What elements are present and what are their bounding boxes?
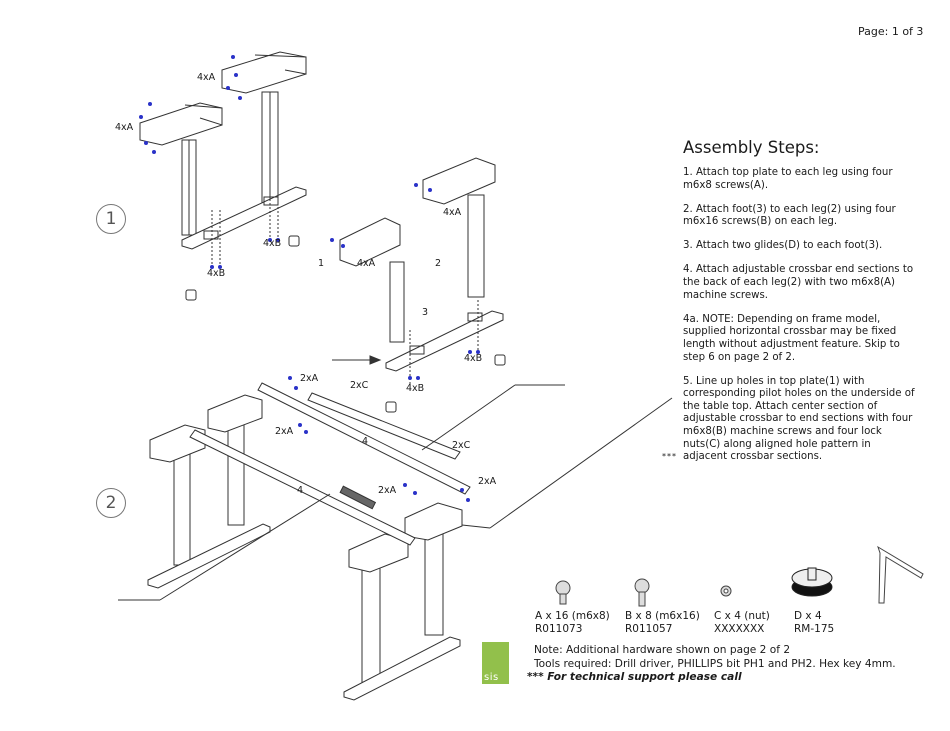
callout-2xC: 2xC (350, 380, 369, 391)
hardware-b-label: B x 8 (m6x16) (625, 610, 700, 622)
callout-4xA: 4xA (443, 207, 462, 218)
logo-text: sis (484, 672, 499, 683)
leg-assembly-step1-right (339, 157, 506, 413)
frame-assembly-step2 (118, 382, 673, 701)
steps-title: Assembly Steps: (683, 138, 820, 157)
hardware-b: B x 8 (m6x16) R011057 (625, 610, 700, 636)
screw-markers (139, 55, 480, 502)
callout-2xC: 2xC (452, 440, 471, 451)
step-circle-1: 1 (96, 204, 126, 234)
callout-4xA: 4xA (197, 72, 216, 83)
step-2: 2. Attach foot(3) to each leg(2) using f… (683, 203, 896, 228)
assembly-steps: Assembly Steps: 1. Attach top plate to e… (662, 138, 915, 475)
step-5: *** 5. Line up holes in top plate(1) wit… (662, 375, 915, 464)
callout-4xB: 4xB (406, 383, 425, 394)
note-tools-required: Tools required: Drill driver, PHILLIPS b… (534, 658, 896, 670)
step-3: 3. Attach two glides(D) to each foot(3). (683, 240, 883, 252)
step-4: 4. Attach adjustable crossbar end sectio… (683, 264, 914, 301)
sis-logo: sis (482, 642, 509, 684)
callout-part-1: 1 (318, 258, 325, 269)
callout-2xA: 2xA (378, 485, 397, 496)
hardware-c: C x 4 (nut) XXXXXXX (714, 610, 770, 636)
callout-4xB: 4xB (464, 353, 483, 364)
hardware-a: A x 16 (m6x8) R011073 (535, 610, 610, 636)
hardware-d: D x 4 RM-175 (794, 610, 834, 636)
callout-4xA: 4xA (115, 122, 134, 133)
hardware-c-part: XXXXXXX (714, 623, 765, 635)
step-5-text: 5. Line up holes in top plate(1) with co… (683, 375, 915, 463)
step-1: 1. Attach top plate to each leg using fo… (683, 167, 893, 191)
callout-part-3: 3 (422, 307, 429, 318)
hardware-d-part: RM-175 (794, 623, 835, 635)
page-number: Page: 1 of 3 (858, 25, 924, 38)
hardware-a-part: R011073 (535, 623, 583, 635)
hardware-b-part: R011057 (625, 623, 673, 635)
hardware-a-label: A x 16 (m6x8) (535, 610, 610, 622)
callout-4xA: 4xA (357, 258, 376, 269)
callout-part-2: 2 (435, 258, 442, 269)
callout-2xA: 2xA (275, 426, 294, 437)
callout-2xA: 2xA (300, 373, 319, 384)
leg-assembly-step1 (139, 51, 307, 301)
callout-4xB: 4xB (263, 238, 282, 249)
hardware-c-label: C x 4 (nut) (714, 610, 770, 622)
note-additional-hardware: Note: Additional hardware shown on page … (534, 644, 791, 656)
notes: Note: Additional hardware shown on page … (534, 643, 896, 671)
callout-2xA: 2xA (478, 476, 497, 487)
step-circle-2: 2 (96, 488, 126, 518)
step-4a: 4a. NOTE: Depending on frame model, supp… (683, 313, 900, 363)
callout-4: 4 (362, 436, 369, 447)
callout-4xB: 4xB (207, 268, 226, 279)
step-5-marker: *** (662, 451, 677, 461)
hardware-d-label: D x 4 (794, 610, 822, 622)
technical-support-note: *** For technical support please call (527, 671, 742, 683)
callout-4: 4 (297, 485, 304, 496)
